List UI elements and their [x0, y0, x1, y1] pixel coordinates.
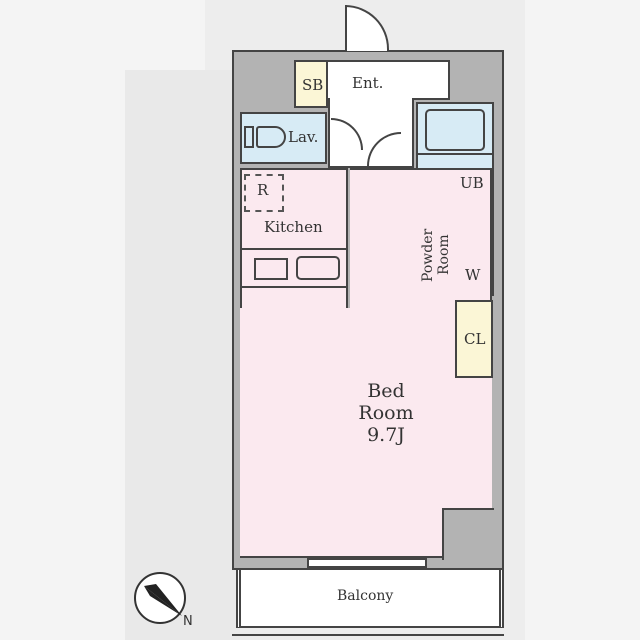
compass-north-label: N	[183, 614, 193, 629]
entrance: Ent.	[326, 60, 450, 100]
bedroom-upper	[350, 168, 492, 313]
bathtub-icon	[425, 109, 485, 151]
lavatory: Lav.	[240, 112, 327, 164]
stove-icon	[254, 258, 288, 280]
kitchen-counter	[242, 248, 348, 288]
toilet-tank-icon	[244, 126, 254, 148]
kitchen-sink-icon	[296, 256, 340, 280]
bedroom: Bed Room 9.7J	[240, 308, 492, 558]
refrigerator-space	[244, 174, 284, 212]
balcony-edge	[232, 634, 504, 636]
kitchen-label: Kitchen	[264, 218, 323, 236]
refrigerator-label: R	[257, 181, 269, 199]
compass	[134, 572, 186, 624]
pillar	[442, 508, 494, 560]
bedroom-size: 9.7J	[367, 424, 405, 446]
shoe-box-label: SB	[302, 76, 324, 94]
washer-label: W	[465, 266, 481, 284]
unit-bath-label: UB	[460, 174, 484, 192]
bedroom-label: Bed	[367, 380, 405, 402]
toilet-icon	[256, 126, 286, 148]
closet[interactable]: CL	[455, 300, 493, 378]
bedroom-label-2: Room	[358, 402, 414, 424]
balcony: Balcony	[236, 570, 504, 628]
balcony-window[interactable]	[307, 558, 427, 568]
lavatory-label: Lav.	[288, 128, 319, 146]
balcony-label: Balcony	[337, 588, 394, 604]
compass-needle-icon	[144, 584, 182, 616]
bedroom-wall	[240, 556, 444, 558]
shoe-box: SB	[294, 60, 328, 108]
background-shade	[125, 70, 240, 640]
divider	[418, 153, 492, 155]
powder-room-label: Powder Room	[420, 228, 452, 282]
entrance-label: Ent.	[352, 74, 384, 92]
closet-label: CL	[464, 330, 486, 348]
kitchen: R Kitchen	[240, 168, 348, 310]
